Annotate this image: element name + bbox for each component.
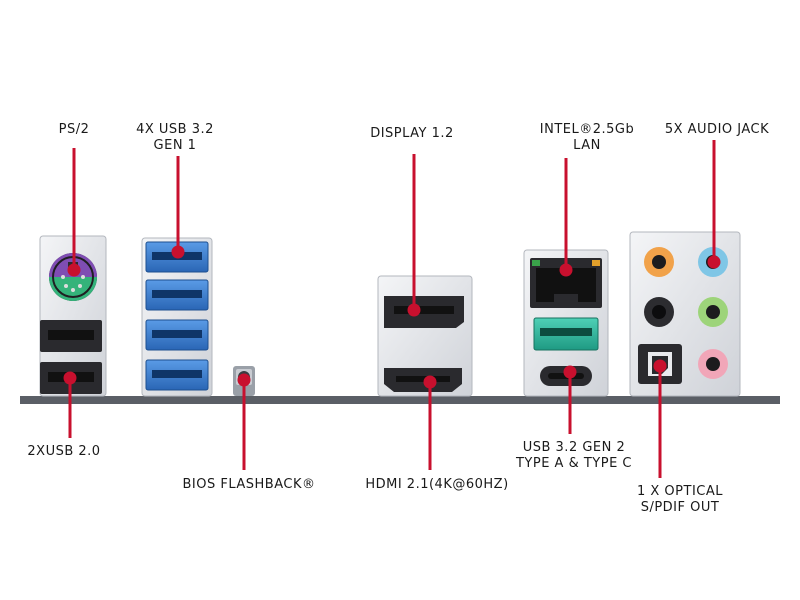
label-ps2: PS/2 (50, 122, 98, 138)
lan-usb-gen2-stack (523, 249, 609, 397)
label-usb32-line1: 4X USB 3.2 (136, 122, 214, 137)
pcb-edge (20, 396, 780, 404)
label-usb20-line1: 2XUSB 2.0 (27, 444, 101, 459)
label-optical: 1 X OPTICAL S/PDIF OUT (628, 484, 732, 516)
label-ps2-line1: PS/2 (58, 122, 90, 137)
label-hdmi: HDMI 2.1(4K@60HZ) (358, 477, 516, 493)
label-usb20: 2XUSB 2.0 (18, 444, 110, 460)
label-lan-line1: INTEL®2.5Gb (539, 122, 635, 137)
label-display-port: DISPLAY 1.2 (360, 126, 464, 142)
label-optical-line2: S/PDIF OUT (640, 500, 720, 515)
label-usb32-gen1: 4X USB 3.2 GEN 1 (120, 122, 230, 154)
pointer-lines (63, 140, 721, 478)
label-usbgen2-line1: USB 3.2 GEN 2 (522, 440, 626, 455)
label-audio-jack: 5X AUDIO JACK (654, 122, 780, 138)
label-hdmi-line1: HDMI 2.1(4K@60HZ) (365, 477, 509, 492)
label-audio-line1: 5X AUDIO JACK (664, 122, 770, 137)
display-hdmi-stack (377, 275, 473, 397)
audio-panel (629, 231, 741, 397)
label-usbgen2-line2: TYPE A & TYPE C (515, 456, 632, 471)
label-optical-line1: 1 X OPTICAL (636, 484, 723, 499)
label-lan-line2: LAN (573, 138, 601, 153)
label-usb32-line2: GEN 1 (153, 138, 197, 153)
label-usb32-gen2: USB 3.2 GEN 2 TYPE A & TYPE C (506, 440, 642, 472)
label-display-line1: DISPLAY 1.2 (370, 126, 454, 141)
usb32-gen1-stack (141, 237, 213, 397)
label-bios-flashback: BIOS FLASHBACK® (174, 477, 324, 493)
label-bios-line1: BIOS FLASHBACK® (182, 477, 316, 492)
label-intel-lan: INTEL®2.5Gb LAN (532, 122, 642, 154)
